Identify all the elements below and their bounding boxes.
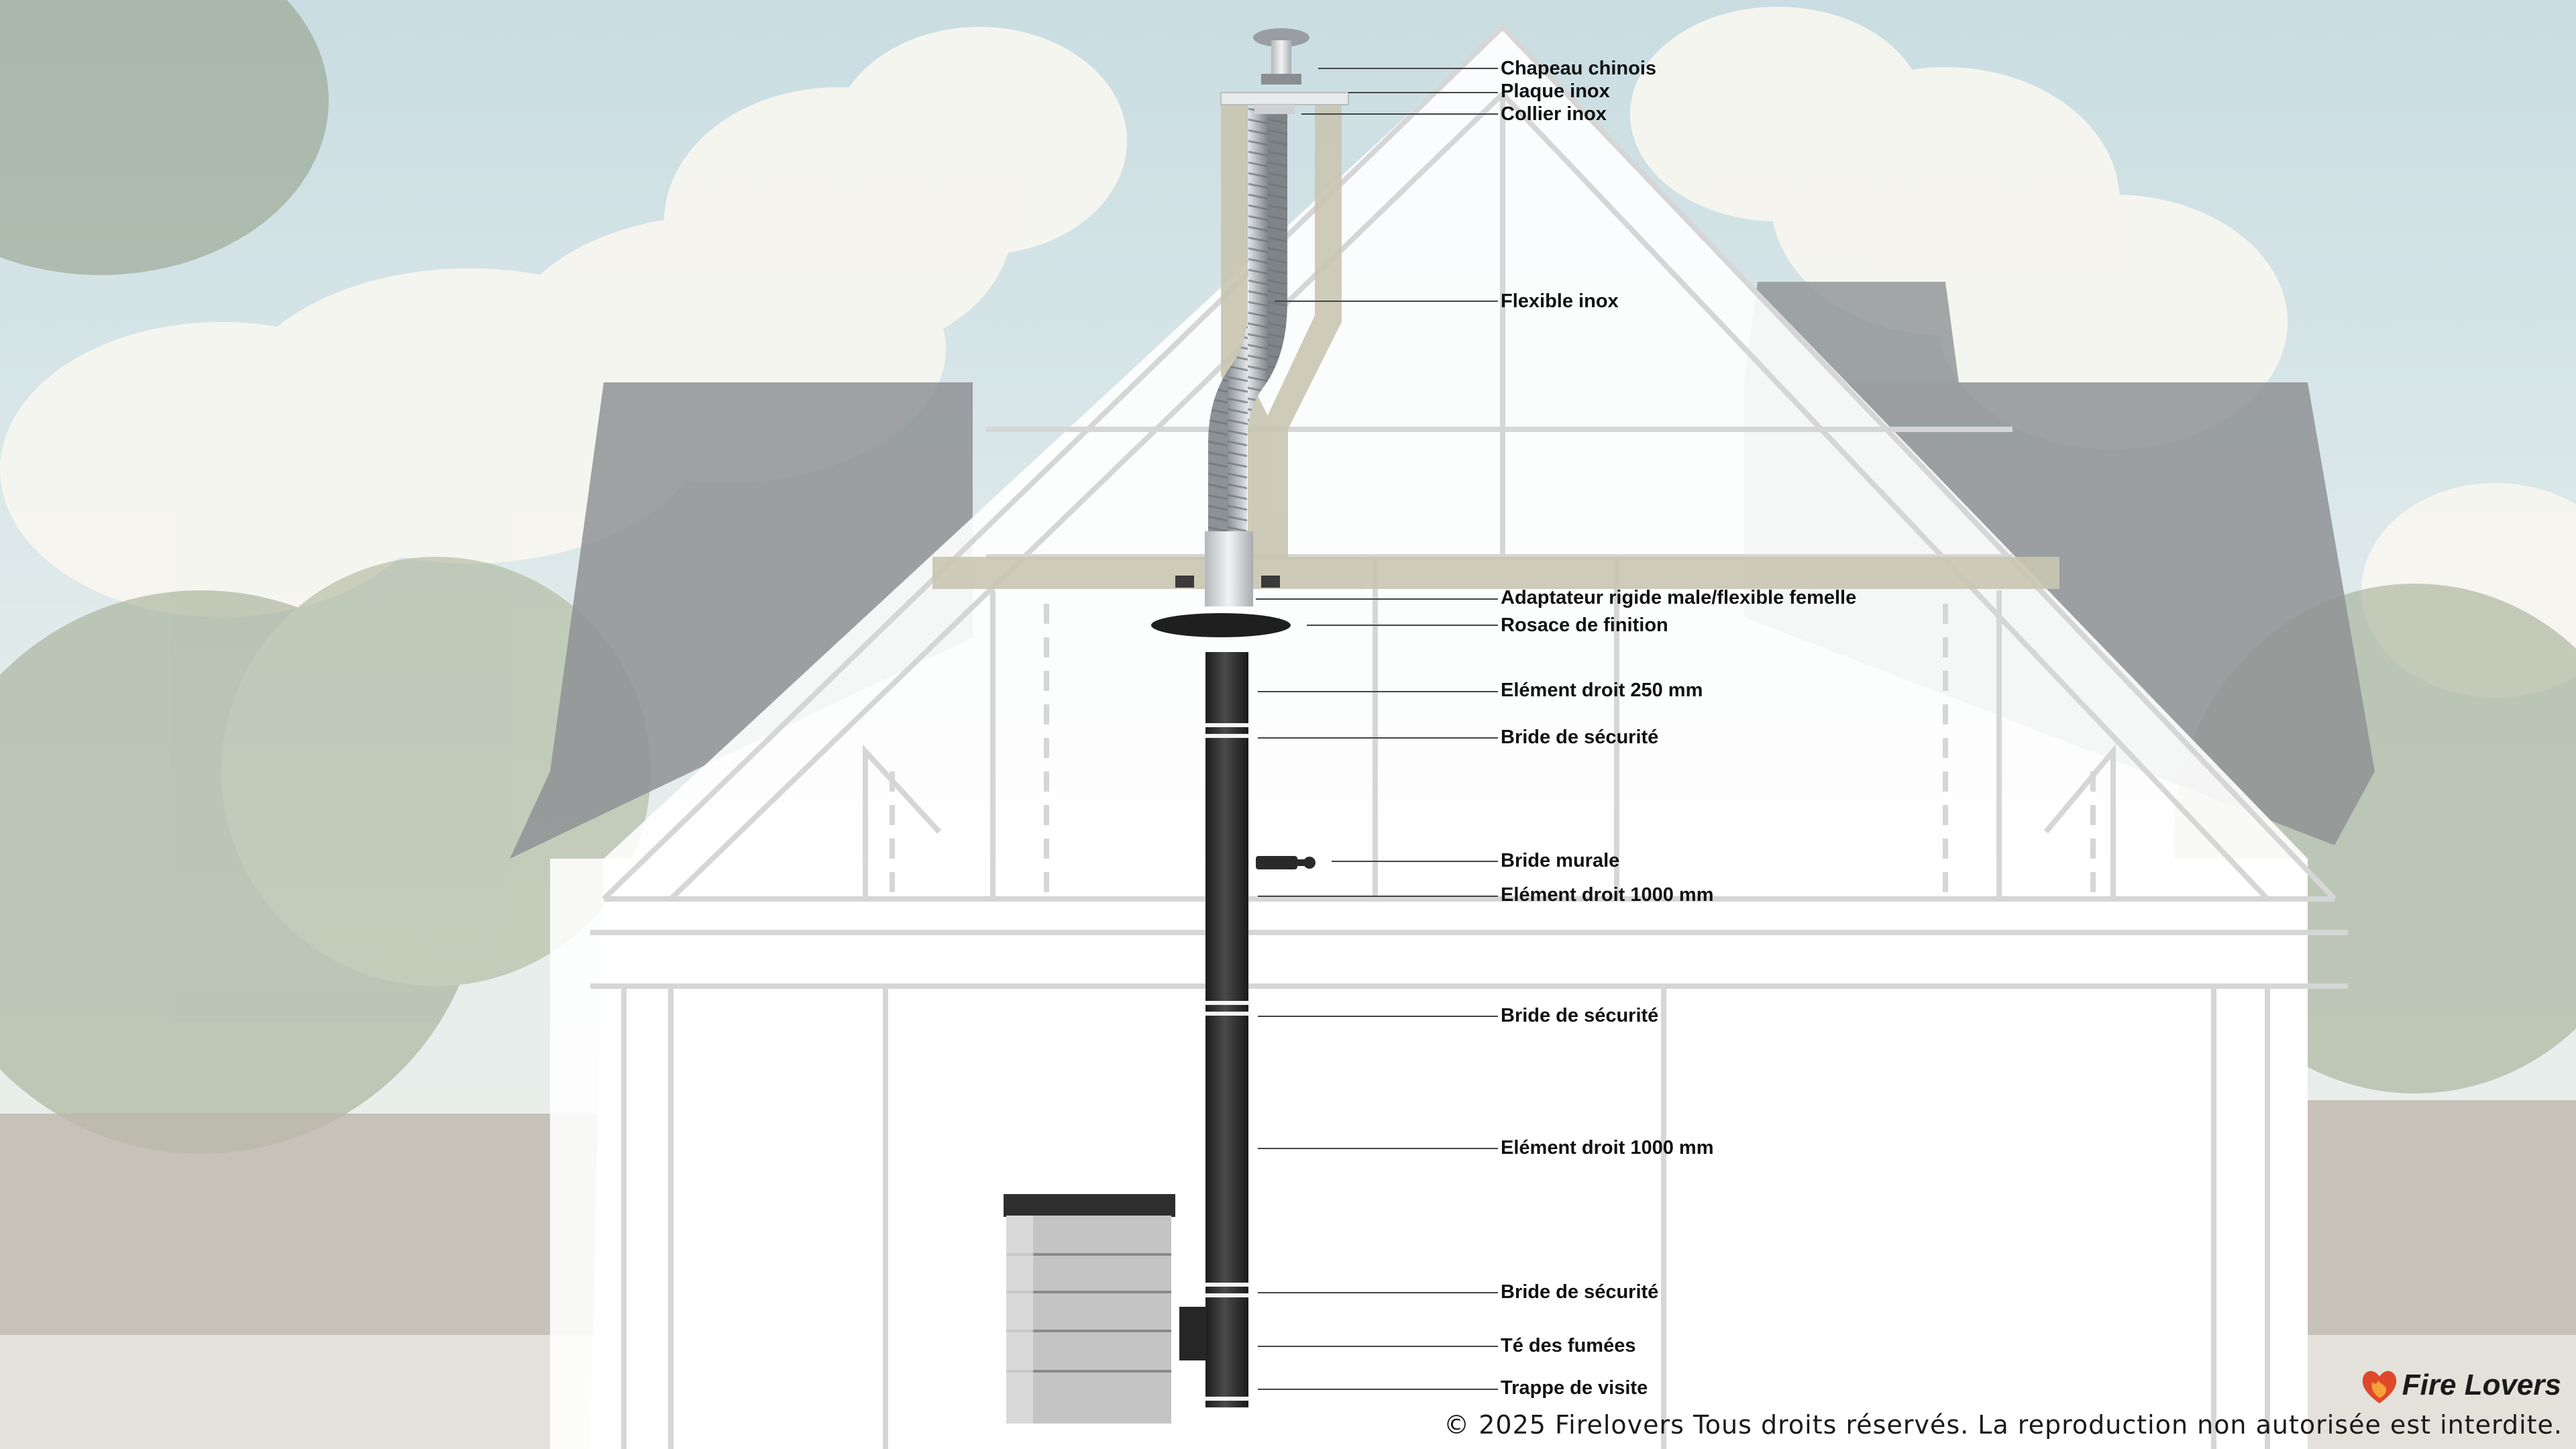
te-fumees-part xyxy=(1179,1307,1206,1360)
label-bride-securite-3: Bride de sécurité xyxy=(1501,1281,1659,1303)
label-collier-inox: Collier inox xyxy=(1501,103,1607,125)
roof-left xyxy=(510,382,973,859)
plaque-inox-part xyxy=(1220,92,1349,105)
label-adaptateur: Adaptateur rigide male/flexible femelle xyxy=(1501,587,1857,608)
label-te-fumees: Té des fumées xyxy=(1501,1335,1636,1356)
label-plaque-inox: Plaque inox xyxy=(1501,80,1610,102)
flame-heart-icon xyxy=(2362,1371,2396,1403)
label-bride-securite-2: Bride de sécurité xyxy=(1501,1005,1659,1026)
leader-lines xyxy=(1256,68,1498,1390)
label-trappe-visite: Trappe de visite xyxy=(1501,1377,1648,1399)
flexible-liner xyxy=(1208,107,1287,537)
collier-inox-part xyxy=(1254,105,1295,114)
chapeau-chinois-part xyxy=(1253,28,1309,85)
fire-lovers-logo: Fire Lovers xyxy=(2359,1364,2561,1406)
label-flexible-inox: Flexible inox xyxy=(1501,290,1619,312)
adaptateur-part xyxy=(1205,531,1253,606)
stove xyxy=(1004,1194,1175,1424)
label-bride-securite-1: Bride de sécurité xyxy=(1501,727,1659,748)
bride-murale-part xyxy=(1256,856,1316,869)
safety-bands xyxy=(1203,723,1250,1401)
label-rosace: Rosace de finition xyxy=(1501,614,1668,636)
stovepipe xyxy=(1205,652,1248,1407)
label-bride-murale: Bride murale xyxy=(1501,850,1620,871)
rosace-part xyxy=(1151,613,1291,637)
label-element-1000-1: Elément droit 1000 mm xyxy=(1501,884,1714,906)
logo-text: Fire Lovers xyxy=(2402,1368,2561,1401)
house-lower xyxy=(550,859,2308,1449)
copyright-notice: © 2025 Firelovers Tous droits réservés. … xyxy=(1444,1410,2563,1440)
label-element-1000-2: Elément droit 1000 mm xyxy=(1501,1137,1714,1159)
label-element-250: Elément droit 250 mm xyxy=(1501,680,1703,701)
label-chapeau-chinois: Chapeau chinois xyxy=(1501,58,1657,79)
fence-right xyxy=(2281,1100,2576,1342)
fence-left xyxy=(0,1114,604,1335)
